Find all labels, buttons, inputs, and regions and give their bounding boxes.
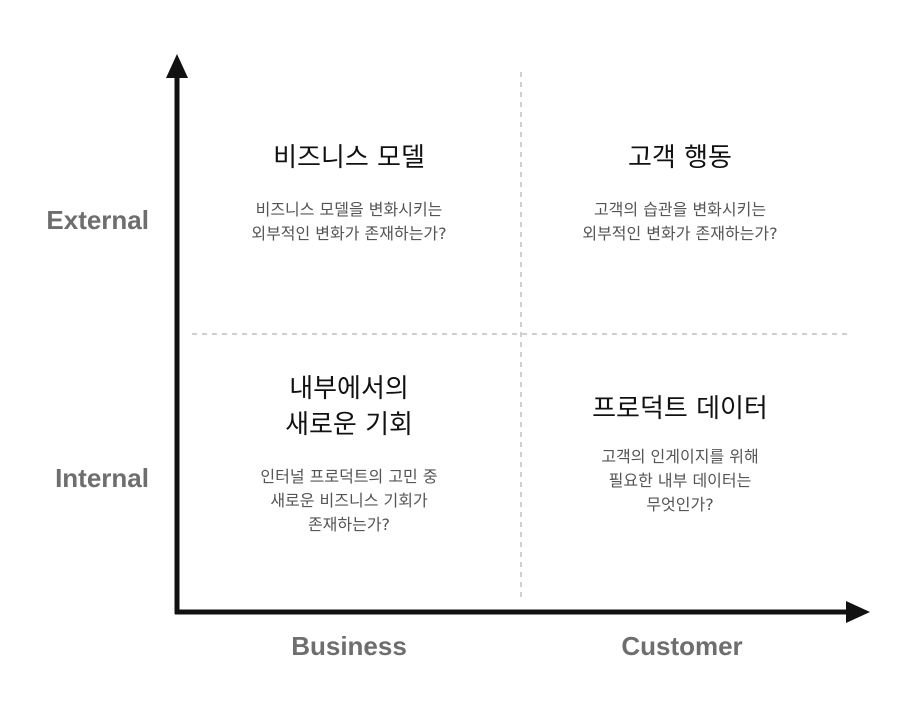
quadrant-description: 고객의 습관을 변화시키는 외부적인 변화가 존재하는가? (582, 200, 778, 243)
quadrant-business-model: 비즈니스 모델 비즈니스 모델을 변화시키는 외부적인 변화가 존재하는가? (189, 140, 509, 246)
quadrant-internal-opportunity: 내부에서의 새로운 기회 인터널 프로덕트의 고민 중 새로운 비즈니스 기회가… (189, 371, 509, 537)
y-axis-internal-label: Internal (55, 463, 149, 493)
x-axis-business-label: Business (291, 631, 407, 661)
quadrant-title: 내부에서의 새로운 기회 (285, 374, 413, 440)
quadrant-description: 고객의 인게이지를 위해 필요한 내부 데이터는 무엇인가? (601, 447, 759, 514)
x-axis-customer-label: Customer (621, 631, 743, 661)
y-axis-external-label: External (46, 205, 149, 235)
x-axis-arrowhead (846, 601, 870, 623)
quadrant-description: 인터널 프로덕트의 고민 중 새로운 비즈니스 기회가 존재하는가? (260, 467, 438, 534)
quadrant-description: 비즈니스 모델을 변화시키는 외부적인 변화가 존재하는가? (251, 200, 447, 243)
quadrant-title: 비즈니스 모델 (273, 143, 425, 173)
quadrant-product-data: 프로덕트 데이터 고객의 인게이지를 위해 필요한 내부 데이터는 무엇인가? (520, 391, 840, 517)
quadrant-title: 프로덕트 데이터 (592, 394, 768, 424)
quadrant-title: 고객 행동 (628, 143, 732, 173)
quadrant-customer-behavior: 고객 행동 고객의 습관을 변화시키는 외부적인 변화가 존재하는가? (520, 140, 840, 246)
y-axis-arrowhead (166, 54, 188, 78)
